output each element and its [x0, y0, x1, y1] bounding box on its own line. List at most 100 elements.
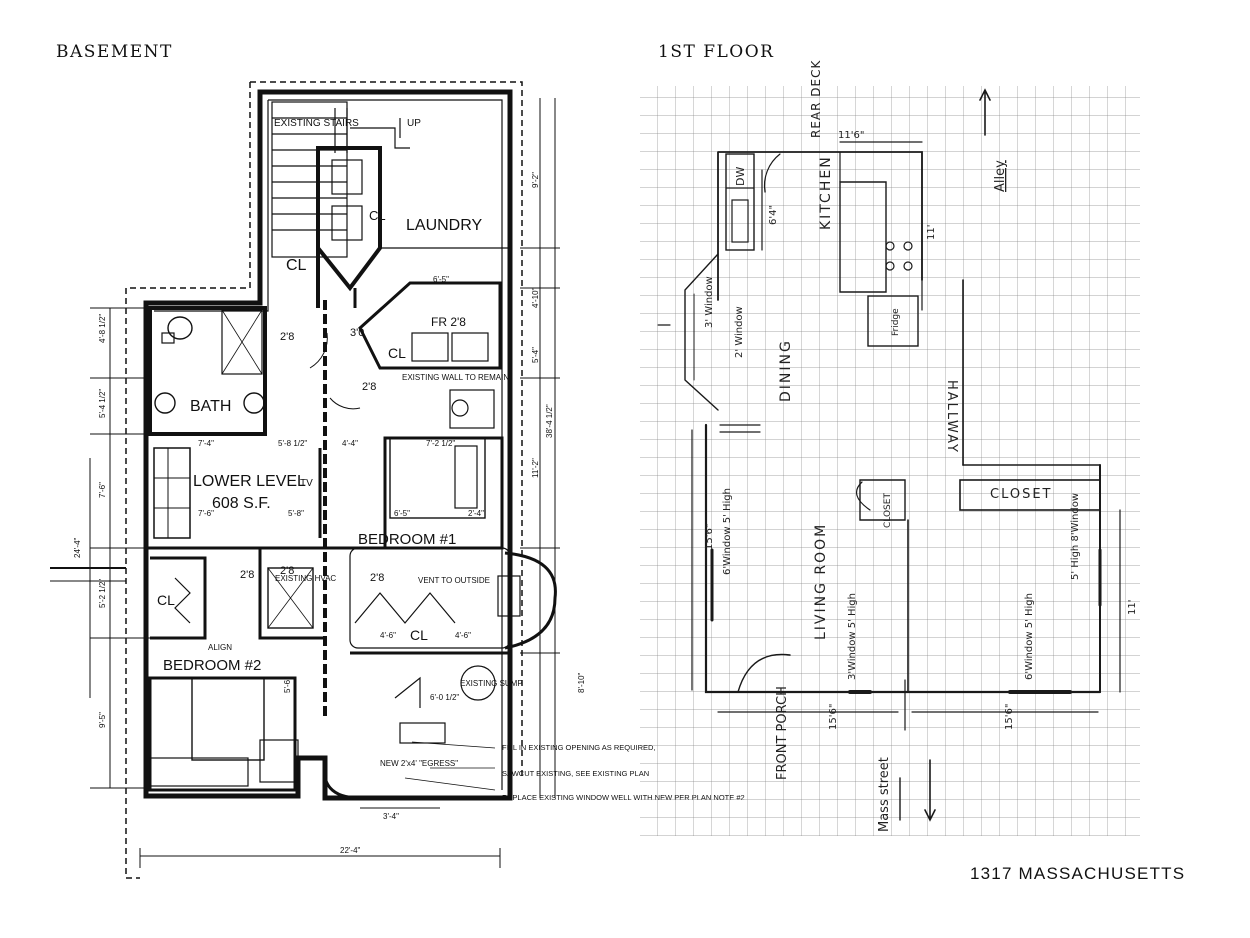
dim-7-6: 7'-6" — [198, 509, 214, 518]
egress-well-right — [504, 551, 557, 650]
dim-4-4: 4'-4" — [342, 439, 358, 448]
dim-11-2: 11'-2" — [531, 458, 540, 478]
dim-6-0-half: 6'-0 1/2" — [430, 693, 459, 702]
dim-2-8-d: 2'8 — [240, 569, 254, 581]
dim-8-10: 8'-10" — [577, 672, 586, 693]
existing-hvac-label: EXISTING HVAC — [275, 574, 336, 583]
sink-icon — [731, 199, 749, 243]
dim-6-5-b: 6'-5" — [394, 509, 410, 518]
burner-icon-4 — [903, 261, 913, 271]
bath-label: BATH — [190, 398, 231, 415]
dim-4-6-a: 4'-6" — [380, 631, 396, 640]
new-egress-label: NEW 2'x4' "EGRESS" — [380, 759, 458, 768]
dim-15-6: 15'6" — [704, 524, 715, 550]
dim-2-4: 2'-4" — [468, 509, 484, 518]
dim-2-8-a: 2'8 — [280, 331, 294, 343]
washer-icon — [331, 159, 363, 195]
address-caption: 1317 MASSACHUSETTS — [970, 864, 1186, 883]
dim-2-8-b: 2'8 — [362, 381, 376, 393]
tv-label: TV — [300, 478, 313, 489]
window-6-5-note: 6'Window 5' High — [722, 488, 733, 575]
dim-5-6: 5'-6" — [283, 677, 292, 693]
basement-heading: BASEMENT — [56, 42, 173, 62]
dim-4-8-half: 4'-8 1/2" — [98, 314, 107, 343]
dim-6-5: 6'-5" — [433, 275, 449, 284]
dim-5-4: 5'-4" — [531, 347, 540, 363]
bed-2-icon — [191, 677, 265, 761]
living-room-walls — [704, 423, 1102, 694]
hvac-unit — [267, 567, 314, 629]
burner-icon-3 — [885, 261, 895, 271]
burner-icon-2 — [903, 241, 913, 251]
dim-9-2: 9'-2" — [531, 172, 540, 188]
align-label: ALIGN — [208, 643, 232, 652]
sink-left-icon — [154, 392, 176, 414]
window-8-5-note: 5' High 8'Window — [1070, 493, 1081, 580]
dim-2-8-c: 2'8 — [280, 565, 294, 577]
counter-right — [839, 181, 887, 293]
replace-window-note: REPLACE EXISTING WINDOW WELL WITH NEW PE… — [502, 793, 745, 802]
dw-label: DW — [734, 167, 747, 186]
sofa-icon — [153, 447, 191, 539]
hallway-label: HALLWAY — [944, 380, 959, 454]
first-floor-sketch: KITCHEN REAR DECK DINING HALLWAY CLOSET … — [640, 60, 1140, 836]
bed-1-icon — [389, 437, 486, 519]
up-label: UP — [407, 118, 421, 129]
existing-sump-label: EXISTING SUMP — [460, 679, 523, 688]
kitchen-door-swing — [763, 153, 781, 193]
dim-5-8: 5'-8" — [288, 509, 304, 518]
sawcut-note: SAWCUT EXISTING, SEE EXISTING PLAN — [502, 769, 649, 778]
dim-7-4: 7'-4" — [198, 439, 214, 448]
dim-3-0: 3'0 — [350, 327, 364, 339]
closet-small-box — [859, 479, 906, 521]
dining-label: DINING — [778, 339, 794, 402]
closet-small-label: CLOSET — [883, 493, 893, 528]
dim-7-6-v: 7'-6" — [98, 482, 107, 498]
dim-15-6-c: 15'6" — [1004, 704, 1015, 730]
shower-icon — [221, 309, 263, 375]
dim-5-4-half: 5'-4 1/2" — [98, 389, 107, 418]
stairs — [271, 101, 410, 258]
existing-stairs-label: EXISTING STAIRS — [274, 118, 359, 129]
mass-street-arrow-icon — [924, 759, 936, 822]
dim-7-2-half: 7'-2 1/2" — [426, 439, 455, 448]
living-room-label: LIVING ROOM — [813, 523, 829, 640]
dim-3-4: 3'-4" — [383, 812, 399, 821]
rear-deck-label-1: REAR DECK — [809, 60, 823, 138]
closet-box — [959, 479, 1101, 511]
dim-38-4-half: 38'-4 1/2" — [545, 404, 554, 438]
vent-outside-label: VENT TO OUTSIDE — [418, 576, 490, 585]
fridge-icon — [867, 295, 919, 347]
dim-9-5: 9'-5" — [98, 712, 107, 728]
laundry-label: LAUNDRY — [406, 217, 483, 234]
sump-icon — [460, 665, 496, 701]
closet-label-2: CL — [369, 208, 386, 223]
dim-11-6: 11'6" — [838, 130, 864, 141]
dim-4-6-b: 4'-6" — [455, 631, 471, 640]
desk-1-icon — [449, 389, 495, 429]
closet-label-5: CL — [410, 627, 428, 643]
front-porch-label: FRONT PORCH — [775, 686, 790, 780]
foundation-outline — [125, 81, 523, 879]
dresser-icon — [149, 757, 249, 787]
closet-label-3: CL — [388, 345, 406, 361]
existing-wall-label: EXISTING WALL TO REMAIN — [402, 373, 509, 382]
lower-level-label: LOWER LEVEL — [193, 473, 306, 490]
window-3-note: 3' Window — [704, 276, 715, 328]
front-door-swing — [737, 653, 791, 693]
sink-right-icon — [243, 392, 265, 414]
dim-6-4: 6'4" — [768, 205, 779, 225]
bedroom-2-label: BEDROOM #2 — [163, 657, 261, 674]
bedroom-1-label: BEDROOM #1 — [358, 531, 456, 548]
closet-label-1: CL — [286, 257, 307, 274]
kitchen-label: KITCHEN — [818, 155, 834, 230]
alley-label: Alley — [993, 160, 1008, 192]
lower-level-area: 608 S.F. — [212, 495, 271, 512]
closet-label-4: CL — [157, 592, 175, 608]
dim-22-4: 22'-4" — [340, 846, 361, 855]
alley-arrow-icon — [979, 88, 991, 136]
dim-5-8-half: 5'-8 1/2" — [278, 439, 307, 448]
dim-11: 11' — [1127, 600, 1138, 615]
mass-street-label: Mass street — [877, 757, 892, 832]
dim-24-4: 24'-4" — [73, 537, 82, 558]
